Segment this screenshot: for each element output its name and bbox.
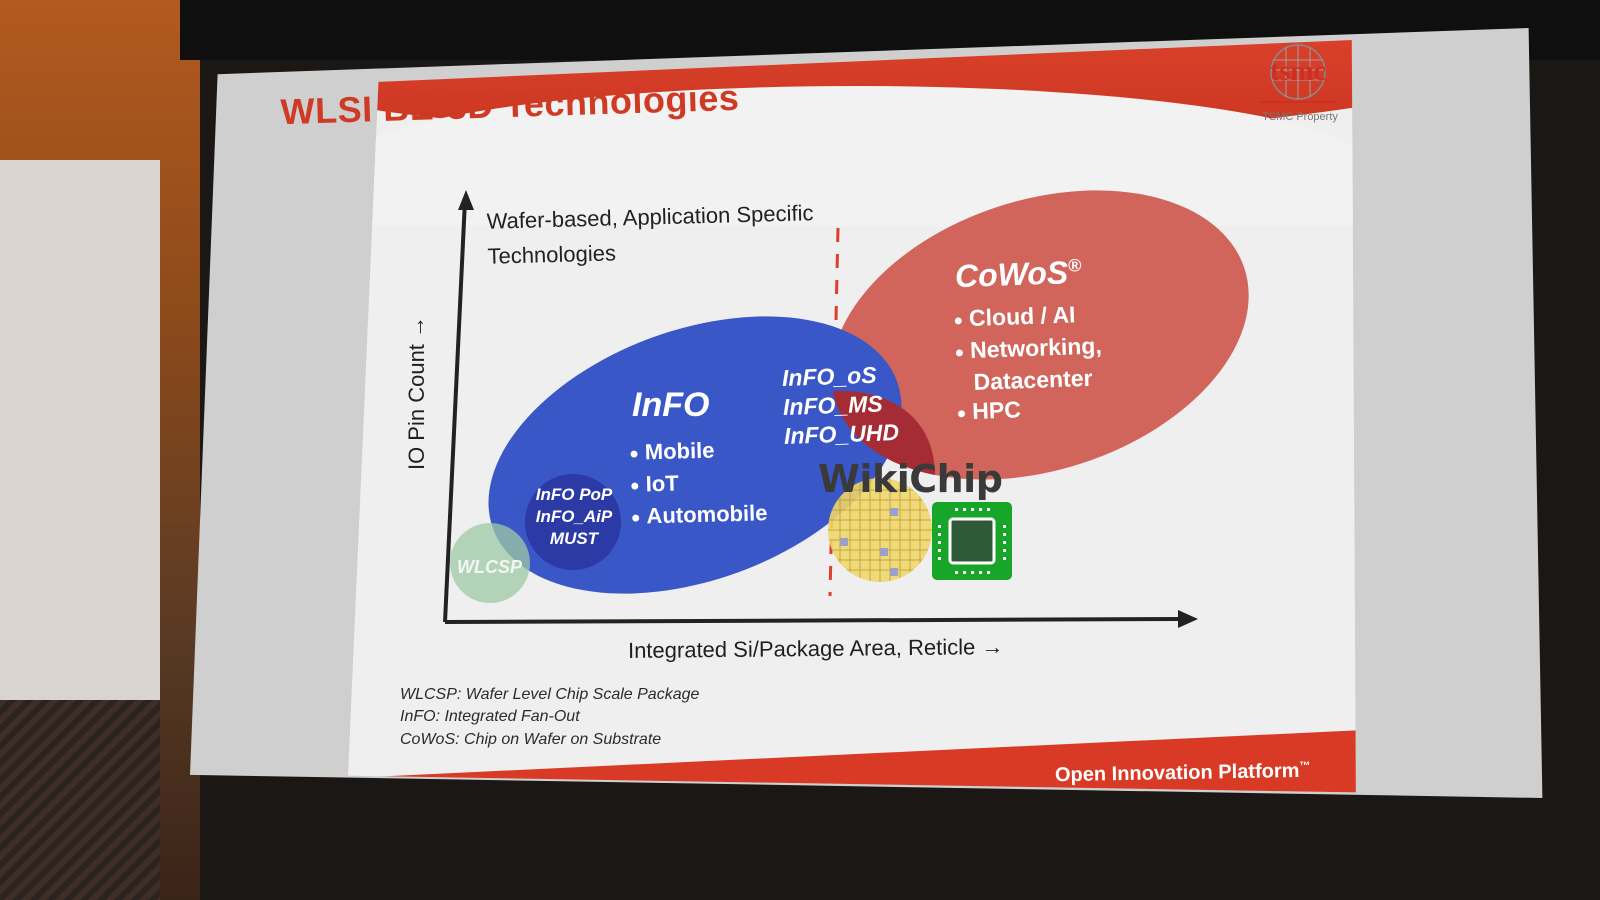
info-label: InFO xyxy=(632,386,710,424)
cowos-label-group: CoWoS® xyxy=(954,254,1082,295)
abbreviation-line: WLCSP: Wafer Level Chip Scale Package xyxy=(400,686,700,703)
footer-brand: Open Innovation Platform™ xyxy=(1055,760,1311,787)
must-label: MUST xyxy=(549,529,599,548)
property-label: TSMC Property xyxy=(1262,111,1338,123)
info-aip-label: InFO_AiP xyxy=(535,507,613,526)
floor-area xyxy=(0,700,160,900)
tsmc-logo: tsmc TSMC Property xyxy=(1250,44,1346,124)
wall-panel xyxy=(0,160,160,700)
slide xyxy=(348,40,1356,793)
list-item: Cloud / AI xyxy=(953,299,1101,336)
list-item: Automobile xyxy=(630,498,768,534)
info-bullets: Mobile IoT Automobile xyxy=(629,434,768,534)
list-item: IoT xyxy=(630,466,767,502)
cowos-label: CoWoS xyxy=(954,254,1069,295)
cowos-bullets: Cloud / AI Networking, Datacenter HPC xyxy=(953,299,1105,429)
corner-note: Wafer-based, Application Specific Techno… xyxy=(486,200,814,269)
x-axis-label: Integrated Si/Package Area, Reticle → xyxy=(627,634,1004,663)
overlap-label: InFO_oS xyxy=(781,361,877,392)
wlcsp-label: WLCSP xyxy=(457,557,522,577)
list-item: Networking, xyxy=(954,331,1102,368)
tsmc-logo-graphic: tsmc TSMC Property xyxy=(1260,44,1338,123)
trademark-mark: ™ xyxy=(1299,760,1311,773)
tsmc-logo-text: tsmc xyxy=(1270,56,1326,87)
footer-brand-text: Open Innovation Platform xyxy=(1054,759,1300,787)
info-pop-label: InFO PoP xyxy=(535,485,613,504)
wikichip-watermark: WikiChip xyxy=(818,457,1003,501)
abbreviation-line: InFO: Integrated Fan-Out xyxy=(400,708,580,725)
overlap-labels: InFO_oS InFO_MS InFO_UHD xyxy=(782,360,900,451)
y-axis-label: IO Pin Count → xyxy=(404,315,430,471)
info-pop-labels: InFO PoP InFO_AiP MUST xyxy=(528,484,620,550)
overlap-label: InFO_UHD xyxy=(783,418,900,449)
list-item-continued: Datacenter xyxy=(973,364,1093,395)
abbreviation-line: CoWoS: Chip on Wafer on Substrate xyxy=(400,731,662,748)
list-item: HPC xyxy=(956,392,1104,429)
overlap-label: InFO_MS xyxy=(782,390,884,420)
registered-mark: ® xyxy=(1067,255,1082,276)
list-item: Mobile xyxy=(629,434,766,470)
